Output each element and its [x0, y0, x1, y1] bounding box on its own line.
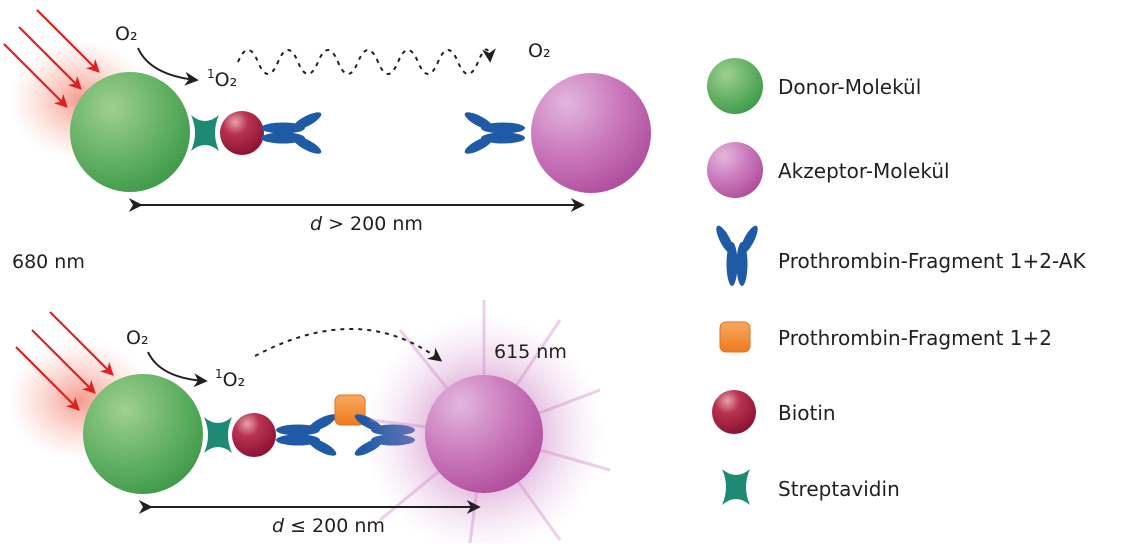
laser-arrows [15, 311, 114, 411]
acceptor-bead [425, 375, 543, 493]
singlet-oxygen-diffusion-path [254, 327, 443, 362]
acceptor-bead [531, 73, 651, 193]
fragment-square-icon [719, 321, 751, 353]
antibody-icon [276, 411, 339, 459]
laser-arrow-icon [15, 346, 80, 411]
antibody-icon [713, 223, 761, 286]
biotin-icon [232, 413, 276, 457]
legend-item-antibody: Prothrombin-Fragment 1+2-AK [713, 223, 1086, 286]
emission-wavelength-label: 615 nm [494, 341, 567, 363]
oxygen-label: O₂ [115, 23, 138, 45]
legend-label: Streptavidin [778, 477, 900, 501]
antibody-icon [462, 109, 525, 157]
biotin-sphere-icon [712, 390, 756, 434]
legend: Donor-Molekül Akzeptor-Molekül Prothromb… [707, 58, 1086, 505]
laser-arrows [3, 9, 100, 108]
bottom-scenario: 615 nm O₂ 1O₂ d ≤ 200 nm [8, 300, 611, 547]
singlet-oxygen-label: 1O₂ [207, 67, 237, 91]
laser-arrow-icon [49, 311, 114, 376]
legend-item-fragment: Prothrombin-Fragment 1+2 [719, 321, 1052, 353]
conversion-arrow [137, 47, 199, 86]
laser-arrow-icon [36, 9, 100, 73]
legend-item-donor: Donor-Molekül [707, 58, 921, 114]
excitation-wavelength-label: 680 nm [12, 251, 85, 273]
legend-label: Prothrombin-Fragment 1+2 [778, 326, 1052, 350]
conversion-arrow [147, 351, 208, 388]
legend-label: Prothrombin-Fragment 1+2-AK [778, 249, 1086, 273]
legend-item-streptavidin: Streptavidin [722, 469, 900, 505]
decay-oxygen-label: O₂ [528, 40, 551, 62]
laser-arrow-icon [18, 26, 82, 90]
streptavidin-star-icon [722, 469, 750, 505]
donor-bead-icon [707, 58, 763, 114]
legend-label: Biotin [778, 401, 836, 425]
streptavidin-icon [204, 417, 232, 453]
oxygen-label: O₂ [126, 327, 149, 349]
legend-item-acceptor: Akzeptor-Molekül [707, 142, 950, 198]
singlet-oxygen-label: 1O₂ [215, 367, 245, 391]
laser-arrow-icon [31, 329, 96, 394]
distance-label: d > 200 nm [310, 213, 423, 235]
legend-item-biotin: Biotin [712, 390, 836, 434]
donor-bead [83, 374, 203, 494]
acceptor-bead-icon [707, 142, 763, 198]
antibody-icon [261, 109, 324, 157]
legend-label: Akzeptor-Molekül [778, 159, 950, 183]
biotin-icon [220, 111, 264, 155]
top-scenario: O₂ 1O₂ O₂ d > 200 nm [3, 9, 651, 235]
singlet-oxygen-decay-path [237, 48, 496, 75]
distance-label: d ≤ 200 nm [272, 515, 385, 537]
legend-label: Donor-Molekül [778, 75, 921, 99]
donor-bead [70, 72, 190, 192]
laser-arrow-icon [3, 43, 68, 108]
streptavidin-icon [191, 115, 219, 151]
